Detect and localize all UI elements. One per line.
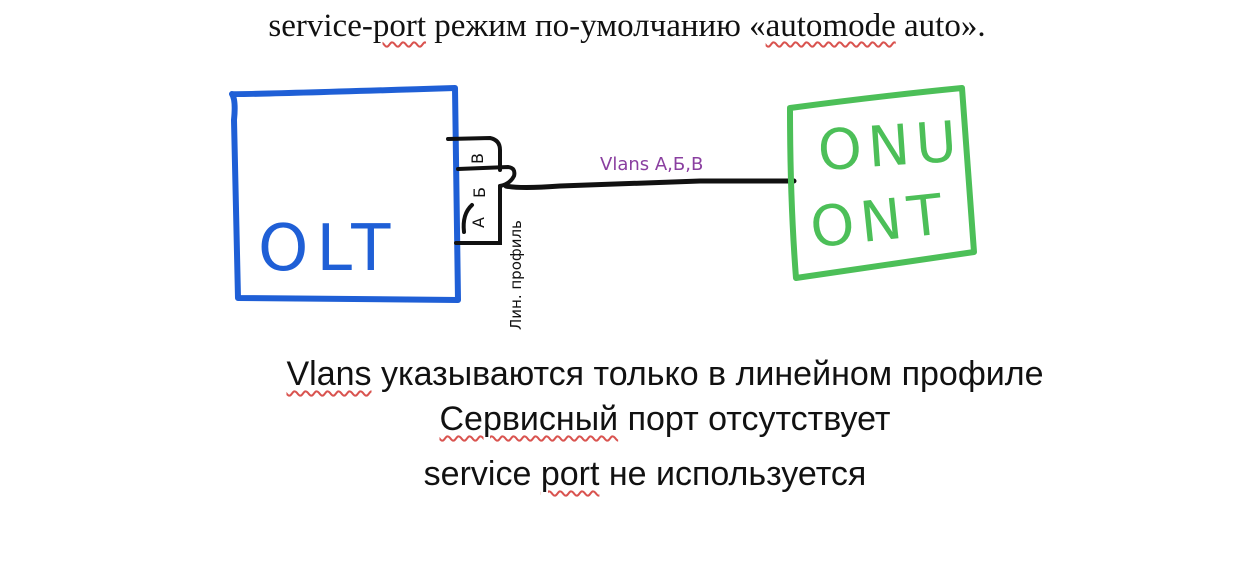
header-part: auto».	[895, 8, 986, 44]
port-b-label: Б	[470, 187, 489, 198]
header-part: режим по-умолчанию «	[426, 8, 766, 44]
caption-vlans-word: Vlans	[286, 355, 372, 393]
port-middle-line	[456, 164, 517, 188]
connection-line	[503, 178, 797, 190]
port-bottom-line	[454, 184, 502, 245]
ont-label: ONT	[807, 182, 951, 261]
port-top-line	[446, 135, 502, 172]
header-text: service-port режим по-умолчанию «automod…	[0, 4, 1254, 48]
caption-text: не используется	[599, 455, 867, 493]
port-a-divider	[461, 203, 474, 234]
vlans-label: Vlans А,Б,В	[600, 154, 703, 175]
caption-service-port-absent: Сервисный порт отсутствует	[38, 399, 1254, 439]
onu-label: ONU	[816, 109, 965, 184]
profile-label: Лин. профиль	[507, 220, 525, 330]
olt-box	[229, 85, 461, 303]
caption-text: порт отсутствует	[618, 400, 891, 438]
caption-service-word: Сервисный	[439, 400, 619, 438]
header-port-word: port	[372, 8, 427, 44]
caption-service-port-unused: service port не используется	[18, 454, 1254, 494]
header-automode-word: automode	[765, 8, 896, 44]
caption-vlans-in-profile: Vlans указываются только в линейном проф…	[38, 354, 1254, 394]
olt-label: OLT	[258, 212, 398, 286]
header-part: service-	[268, 8, 373, 44]
port-v-label: В	[468, 153, 487, 164]
onu-box	[787, 85, 977, 281]
caption-text: service	[423, 455, 541, 493]
caption-text: указываются только в линейном профиле	[371, 355, 1044, 393]
port-a-label: А	[469, 217, 488, 228]
caption-port-word: port	[540, 455, 600, 493]
